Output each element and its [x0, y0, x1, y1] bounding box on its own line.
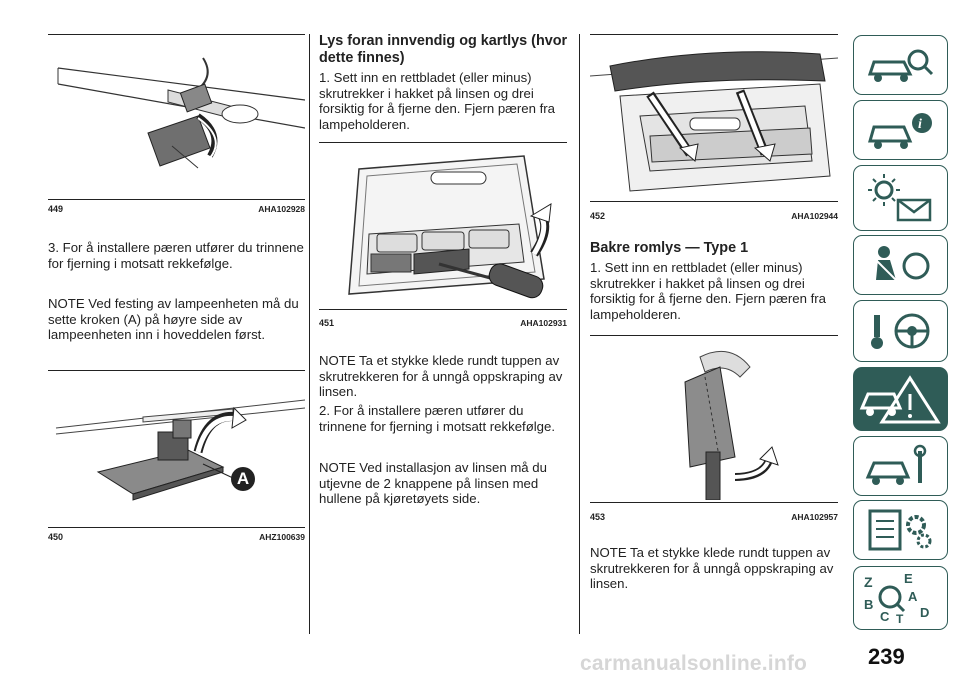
- figure-453-caption: 453 AHA102957: [590, 512, 838, 522]
- svg-text:T: T: [896, 612, 904, 626]
- sidebar-tab-car-search[interactable]: [853, 35, 948, 95]
- step-text: 2. For å installere pæren utfører du tri…: [319, 403, 556, 434]
- note-text: NOTE Ved festing av lampeenheten må du s…: [48, 296, 299, 343]
- sidebar-tab-key-steering[interactable]: [853, 300, 948, 362]
- callout-a-badge: A: [231, 467, 255, 491]
- car-warning-icon: [859, 375, 941, 424]
- figure-452-caption: 452 AHA102944: [590, 211, 838, 221]
- car-search-icon: [867, 49, 934, 82]
- svg-text:E: E: [904, 571, 913, 586]
- step-text: 1. Sett inn en rettbladet (eller minus) …: [590, 260, 827, 322]
- figure-number: 451: [319, 318, 335, 328]
- figure-rule: [590, 201, 838, 202]
- figure-rule: [48, 199, 305, 200]
- page-number: 239: [868, 644, 905, 669]
- figure-code: AHA102928: [258, 204, 305, 214]
- figure-450-caption: 450 AHZ100639: [48, 532, 305, 542]
- figure-number: 450: [48, 532, 64, 542]
- sidebar-tab-car-service[interactable]: [853, 436, 948, 496]
- airbag-seatbelt-icon: [875, 246, 930, 281]
- figure-rule: [48, 370, 305, 371]
- car-info-icon: i: [868, 113, 932, 149]
- column-divider: [309, 34, 310, 634]
- sidebar-tab-car-info[interactable]: i: [853, 100, 948, 160]
- step-text: 3. For å installere pæren utfører du tri…: [48, 240, 304, 271]
- sidebar-tab-dashboard-lights[interactable]: [853, 165, 948, 231]
- svg-text:B: B: [864, 597, 873, 612]
- figure-number: 449: [48, 204, 64, 214]
- svg-text:A: A: [908, 589, 918, 604]
- svg-text:i: i: [918, 117, 922, 132]
- figure-rule: [319, 309, 567, 310]
- note-text: NOTE Ta et stykke klede rundt tuppen av …: [319, 353, 563, 400]
- section-heading: Bakre romlys — Type 1: [590, 240, 749, 256]
- section-heading: Lys foran innvendig og kartlys (hvor det…: [319, 33, 568, 66]
- column-divider: [579, 34, 580, 634]
- svg-text:D: D: [920, 605, 929, 620]
- figure-number: 453: [590, 512, 606, 522]
- figure-code: AHA102931: [520, 318, 567, 328]
- top-rule: [48, 34, 305, 35]
- dashboard-lights-icon: [868, 174, 932, 222]
- svg-text:Z: Z: [864, 574, 873, 590]
- figure-453-image: [590, 337, 838, 500]
- key-steering-icon: [871, 313, 930, 349]
- figure-452-image: [590, 36, 838, 199]
- step-text: 1. Sett inn en rettbladet (eller minus) …: [319, 70, 556, 132]
- spec-sheet-icon: [868, 509, 932, 551]
- sidebar-tab-alphabet-index[interactable]: Z E A B C T D: [853, 566, 948, 630]
- figure-451-caption: 451 AHA102931: [319, 318, 567, 328]
- note-text: NOTE Ta et stykke klede rundt tuppen av …: [590, 545, 834, 592]
- figure-code: AHA102944: [791, 211, 838, 221]
- figure-number: 452: [590, 211, 606, 221]
- sidebar-tab-car-warning[interactable]: [853, 367, 948, 431]
- figure-450-image: A: [48, 372, 305, 526]
- sidebar-tab-airbag-seatbelt[interactable]: [853, 235, 948, 295]
- figure-451-image: [319, 144, 567, 306]
- figure-rule: [48, 527, 305, 528]
- sidebar-tab-spec-sheet[interactable]: [853, 500, 948, 560]
- svg-text:C: C: [880, 609, 890, 624]
- alphabet-index-icon: Z E A B C T D: [864, 571, 929, 626]
- figure-449-image: [48, 38, 305, 198]
- figure-rule: [590, 335, 838, 336]
- figure-code: AHA102957: [791, 512, 838, 522]
- figure-449-caption: 449 AHA102928: [48, 204, 305, 214]
- car-service-icon: [865, 444, 927, 485]
- figure-code: AHZ100639: [259, 532, 305, 542]
- note-text: NOTE Ved installasjon av linsen må du ut…: [319, 460, 547, 507]
- top-rule: [590, 34, 838, 35]
- watermark-text: carmanualsonline.info: [580, 652, 808, 675]
- figure-rule: [590, 502, 838, 503]
- figure-rule: [319, 142, 567, 143]
